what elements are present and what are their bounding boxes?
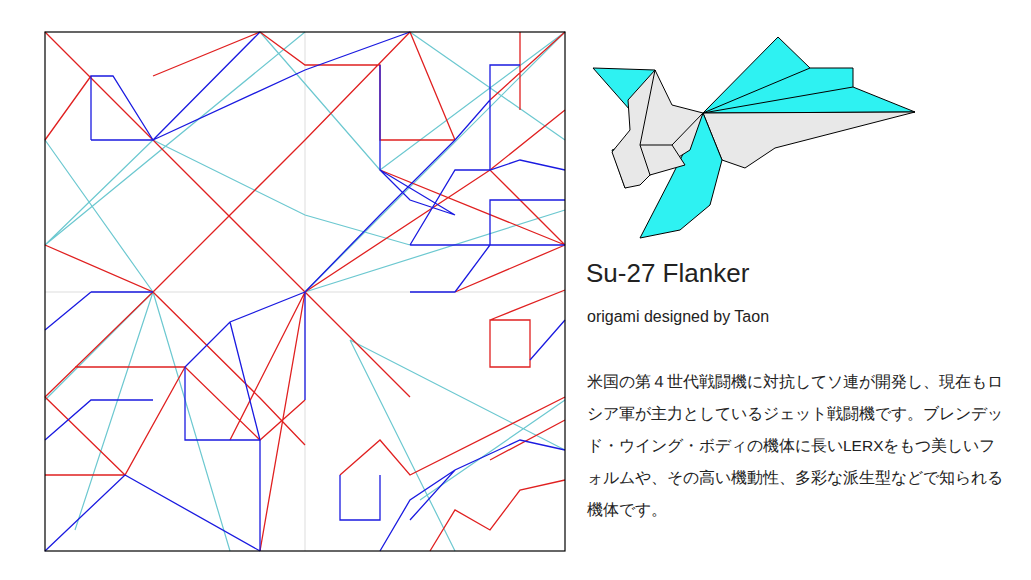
fold-line <box>640 68 853 145</box>
mountain-crease <box>45 32 565 551</box>
paper-border <box>45 32 565 551</box>
valley-crease <box>45 32 565 551</box>
paper <box>45 32 565 551</box>
blue-crease <box>45 32 565 551</box>
fuselage <box>703 112 915 168</box>
author-credit: origami designed by Taon <box>587 307 769 327</box>
grid-line <box>45 32 565 551</box>
jet-illustration <box>593 37 915 238</box>
description: 米国の第４世代戦闘機に対抗してソ連が開発し、現在もロシア軍が主力としているジェッ… <box>587 366 1011 526</box>
title: Su-27 Flanker <box>586 258 749 288</box>
wing <box>703 37 915 113</box>
rear-body <box>612 70 703 188</box>
nozzle <box>640 145 685 175</box>
